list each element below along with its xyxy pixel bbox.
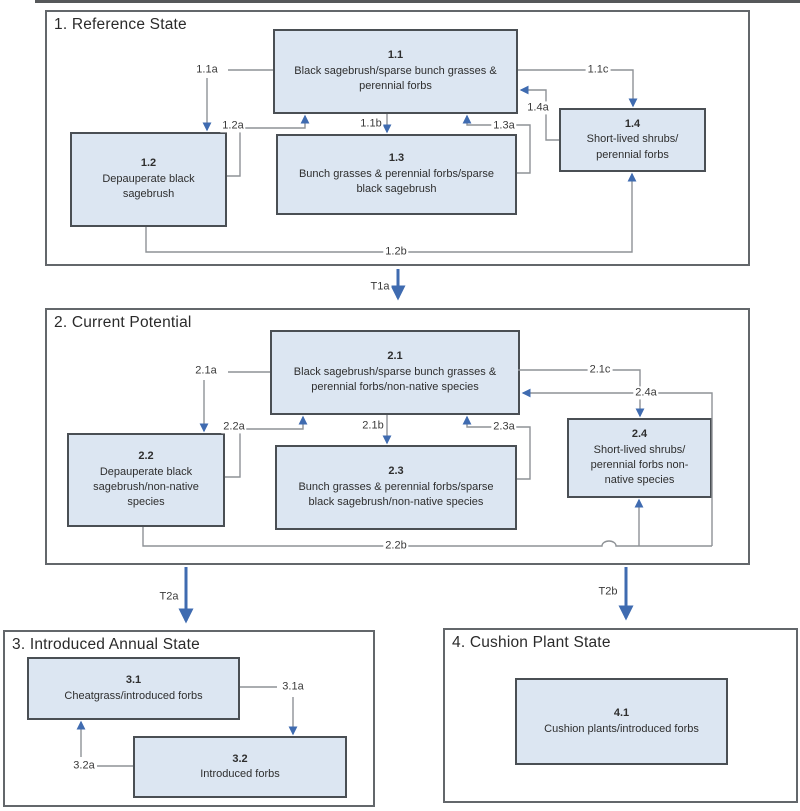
state-box-4-1: 4.1 Cushion plants/introduced forbs xyxy=(515,678,728,765)
pathway-label-1-2b: 1.2b xyxy=(383,245,409,259)
pathway-label-1-3a: 1.3a xyxy=(491,119,517,133)
top-edge-line xyxy=(35,0,800,3)
pathway-label-1-4a: 1.4a xyxy=(525,101,551,115)
state-box-2-3: 2.3 Bunch grasses & perennial forbs/spar… xyxy=(275,445,517,530)
state-box-2-1: 2.1 Black sagebrush/sparse bunch grasses… xyxy=(270,330,520,415)
state-box-1-2: 1.2 Depauperate black sagebrush xyxy=(70,132,227,227)
section-title-3: 3. Introduced Annual State xyxy=(12,636,200,653)
pathway-label-2-3a: 2.3a xyxy=(491,420,517,434)
section-introduced-annual-state: 3. Introduced Annual State xyxy=(3,630,375,807)
pathway-label-2-1b: 2.1b xyxy=(360,419,386,433)
pathway-label-1-1a: 1.1a xyxy=(194,63,220,77)
box-label: Cheatgrass/introduced forbs xyxy=(64,689,203,702)
state-box-3-1: 3.1 Cheatgrass/introduced forbs xyxy=(27,657,240,720)
state-box-1-1: 1.1 Black sagebrush/sparse bunch grasses… xyxy=(273,29,518,114)
box-number: 2.3 xyxy=(388,465,404,478)
state-box-1-4: 1.4 Short-lived shrubs/ perennial forbs xyxy=(559,108,706,172)
box-number: 3.2 xyxy=(232,752,248,765)
box-number: 4.1 xyxy=(613,707,630,720)
box-number: 2.2 xyxy=(138,450,154,463)
box-label: Depauperate black sagebrush xyxy=(102,172,195,201)
transition-label-t1a: T1a xyxy=(368,280,392,294)
section-title-2: 2. Current Potential xyxy=(54,314,192,331)
box-label: Black sagebrush/sparse bunch grasses & p… xyxy=(294,64,497,93)
pathway-label-3-1a: 3.1a xyxy=(280,680,306,694)
box-label: Short-lived shrubs/ perennial forbs non-… xyxy=(590,443,689,487)
box-label: Depauperate black sagebrush/non-native s… xyxy=(93,465,199,509)
box-label: Black sagebrush/sparse bunch grasses & p… xyxy=(293,365,497,394)
pathway-label-1-1b: 1.1b xyxy=(358,117,384,131)
pathway-label-2-1c: 2.1c xyxy=(587,363,613,377)
box-label: Short-lived shrubs/ perennial forbs xyxy=(586,133,679,161)
state-box-2-4: 2.4 Short-lived shrubs/ perennial forbs … xyxy=(567,418,712,498)
section-title-1: 1. Reference State xyxy=(54,16,187,33)
box-number: 1.2 xyxy=(140,157,157,170)
box-number: 2.1 xyxy=(387,350,403,363)
box-number: 3.1 xyxy=(125,674,142,687)
box-number: 1.3 xyxy=(388,152,405,165)
transition-label-t2a: T2a xyxy=(157,590,181,604)
box-label: Bunch grasses & perennial forbs/sparse b… xyxy=(298,167,495,196)
pathway-label-1-2a: 1.2a xyxy=(220,119,246,133)
section-title-4: 4. Cushion Plant State xyxy=(452,634,611,651)
state-box-2-2: 2.2 Depauperate black sagebrush/non-nati… xyxy=(67,433,225,527)
box-number: 1.1 xyxy=(387,49,404,62)
transition-label-t2b: T2b xyxy=(596,585,620,599)
section-current-potential: 2. Current Potential xyxy=(45,308,750,565)
box-label: Introduced forbs xyxy=(200,768,280,780)
pathway-label-2-2a: 2.2a xyxy=(221,420,247,434)
pathway-label-1-1c: 1.1c xyxy=(585,63,611,77)
section-cushion-plant-state: 4. Cushion Plant State xyxy=(443,628,798,803)
pathway-label-2-4a: 2.4a xyxy=(633,386,659,400)
section-reference-state: 1. Reference State xyxy=(45,10,750,266)
pathway-label-2-2b: 2.2b xyxy=(383,539,409,553)
pathway-label-3-2a: 3.2a xyxy=(71,759,97,773)
pathway-label-2-1a: 2.1a xyxy=(193,364,219,378)
box-number: 1.4 xyxy=(624,117,641,130)
state-box-1-3: 1.3 Bunch grasses & perennial forbs/spar… xyxy=(276,134,517,215)
box-number: 2.4 xyxy=(631,428,648,441)
box-label: Cushion plants/introduced forbs xyxy=(544,722,699,735)
state-box-3-2: 3.2 Introduced forbs xyxy=(133,736,347,798)
box-label: Bunch grasses & perennial forbs/sparse b… xyxy=(298,480,494,509)
